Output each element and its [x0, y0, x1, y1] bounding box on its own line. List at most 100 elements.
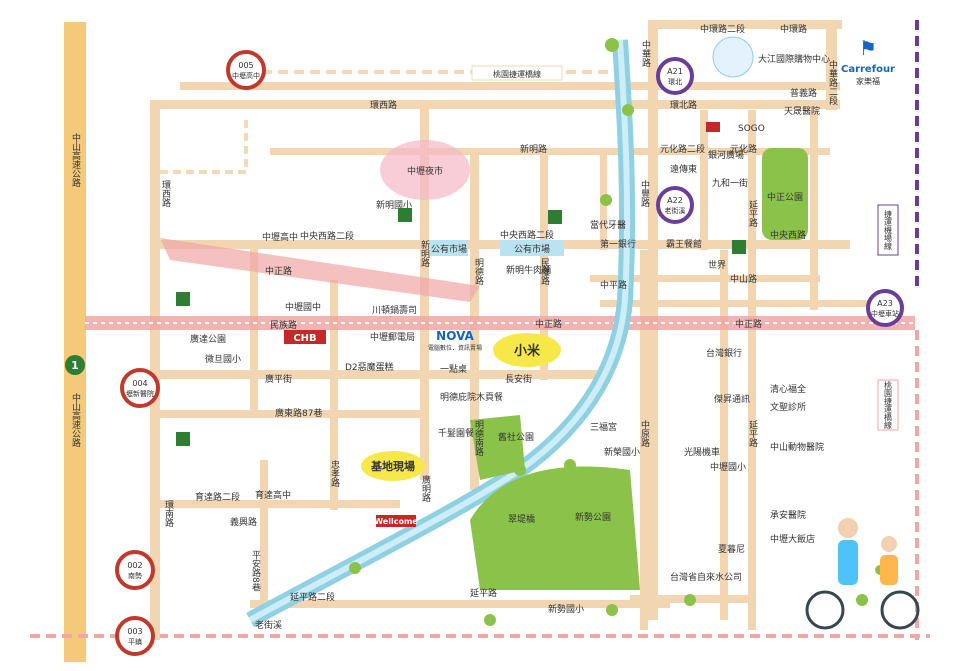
landmark-d2: D2惡魔蛋糕 [345, 361, 394, 373]
landmark-qingxin: 清心福全 [770, 383, 806, 395]
night-market-area [380, 140, 470, 200]
road-label-zhonghuan: 中環路 [780, 23, 807, 35]
xiaomi-marker [493, 333, 561, 367]
landmark-first-bank: 第一銀行 [600, 238, 636, 250]
road-label-yiyuan: 義興路 [230, 516, 257, 528]
road-label-guangming: 廣明路 [420, 474, 431, 503]
landmark-zhuzhu: 翠堤橋 [508, 513, 535, 525]
landmark-zhongli-es: 中壢國小 [710, 461, 746, 473]
zhongzheng-diagonal [160, 238, 480, 302]
chb-label: CHB [293, 333, 316, 344]
site-label: 基地現場 [370, 459, 415, 473]
landmark-chengan: 承安醫院 [770, 509, 806, 521]
road-label-laojie: 老街溪 [255, 619, 282, 631]
highway-road [64, 22, 86, 662]
landmark-chuanyi: 川頓鍋壽司 [372, 304, 417, 316]
road-label-zhonghuan2: 中環路二段 [700, 23, 745, 35]
metro-label-box [471, 65, 563, 81]
night-market-label: 中壢夜市 [407, 165, 443, 177]
road-label-zhongyangxi2: 中央西路二段 [300, 230, 354, 242]
landmark-guangda-park: 廣達公園 [190, 333, 226, 345]
landmark-ye-gong: 夏暮尼 [718, 543, 745, 555]
airport-line-label-box [877, 204, 899, 256]
road-label-yanping: 延平路 [747, 199, 758, 228]
svg-text:中壢車站: 中壢車站 [871, 309, 899, 318]
carrefour-cn: 家樂福 [856, 76, 880, 86]
highway-exit-number: 1 [71, 359, 79, 372]
station-005[interactable]: 005 中壢高中 [226, 50, 266, 90]
public-market-2-label: 公有市場 [514, 243, 550, 255]
road-label-yanping-b: 延平路 [470, 587, 497, 599]
road-label-guangping: 廣平街 [265, 373, 292, 385]
station-a22[interactable]: A22 老街溪 [656, 186, 694, 224]
svg-text:環北: 環北 [668, 78, 682, 86]
landmark-jinghe: 銀河廣場 [708, 149, 744, 161]
road-label-huanxi: 環西路 [370, 99, 397, 111]
landmark-yidian: 一點桌 [440, 363, 467, 375]
landmark-mingde-ci: 明德庇院木頁餐 [440, 391, 503, 403]
public-market-1-label: 公有市場 [431, 243, 467, 255]
road-label-zhonghua2: 中華路二段 [827, 59, 838, 106]
road-label-xinming: 新明路 [520, 143, 547, 155]
zhongzheng-park [762, 148, 808, 240]
chb-logo [284, 330, 326, 344]
road-label-huanbei: 環北路 [670, 99, 697, 111]
landmark-zhongli-hotel: 中壢大飯店 [770, 533, 815, 545]
road-label-huanxi-v: 環西路 [160, 180, 171, 208]
zhongzheng-park-label: 中正公園 [767, 191, 803, 203]
road-label-puwei: 普義路 [790, 87, 817, 99]
seven-eleven-icon-5 [732, 240, 746, 254]
highway-label: 中山高速公路 [70, 132, 81, 188]
mall-logo [712, 36, 754, 78]
highway-exit-icon [65, 355, 85, 375]
road-label-minquan: 民權路 [539, 258, 550, 286]
station-003[interactable]: 003 平鎮 [115, 616, 155, 656]
nova-sub: 電腦數位．資訊賣場 [428, 344, 482, 352]
svg-text:南勢: 南勢 [128, 571, 142, 580]
seven-eleven-icon [398, 208, 412, 222]
wellcome-logo [376, 515, 416, 527]
carrefour-name: Carrefour [841, 64, 895, 75]
road-label-guangdong87: 廣東路87巷 [275, 407, 322, 419]
bicycle-illustration [805, 518, 920, 630]
svg-text:老街溪: 老街溪 [665, 206, 686, 215]
landmark-jiejie: 傑昇通訊 [714, 393, 750, 405]
station-a21[interactable]: A21 環北 [656, 57, 694, 95]
jiuzhou-park-label: 舊社公園 [498, 431, 534, 443]
highway-label-2: 中山高速公路 [70, 392, 81, 448]
landmark-qianfa: 千髮園餐 [438, 427, 474, 439]
landmark-jiuhe: 九和一街 [712, 177, 748, 189]
xinshi-park-label: 新勢公園 [575, 511, 611, 523]
road-label-zhongyangxi2-b: 中央西路二段 [500, 229, 554, 241]
road-label-zhongzheng-e: 中正路 [735, 318, 762, 330]
road-label-pingan8: 平安路8巷 [250, 550, 261, 592]
site-marker[interactable] [361, 451, 425, 481]
svg-text:002: 002 [127, 561, 142, 570]
landmark-xinshi-es: 新勢國小 [548, 603, 584, 615]
svg-text:004: 004 [132, 379, 147, 388]
road-label-mingdenan: 明德南路 [473, 420, 484, 457]
mall-label: 大江國際購物中心 [758, 53, 830, 65]
landmark-xinrong-es: 新榮國小 [604, 446, 640, 458]
seven-eleven-icon-3 [176, 292, 190, 306]
metro-label: 桃園捷運橋線 [493, 69, 541, 79]
road-label-mingde: 明德路 [473, 258, 484, 286]
airport-line-label: 捷運機場線 [884, 209, 893, 250]
road-label-zhongzheng-diag: 中正路 [265, 265, 292, 277]
svg-text:A22: A22 [667, 196, 683, 205]
station-a23[interactable]: A23 中壢車站 [866, 289, 904, 327]
road-label-xinming-v: 新明路 [419, 239, 430, 268]
road-label-zhonghua: 中華路 [640, 39, 651, 68]
nova-logo: NOVA [436, 329, 474, 343]
xiaomi-label: 小米 [514, 343, 541, 359]
road-label-zhongshan: 中山路 [730, 273, 757, 285]
seven-eleven-icon-4 [176, 432, 190, 446]
road-label-zhongyuan: 中原路 [639, 419, 650, 448]
road-label-changan: 長安街 [505, 373, 532, 385]
road-label-zhongfeng: 中豐路 [639, 179, 650, 208]
public-market-2 [500, 240, 564, 256]
station-002[interactable]: 002 南勢 [115, 550, 155, 590]
road-label-huannan: 環南路 [163, 500, 174, 528]
station-004[interactable]: 004 壢新醫院 [120, 368, 160, 408]
